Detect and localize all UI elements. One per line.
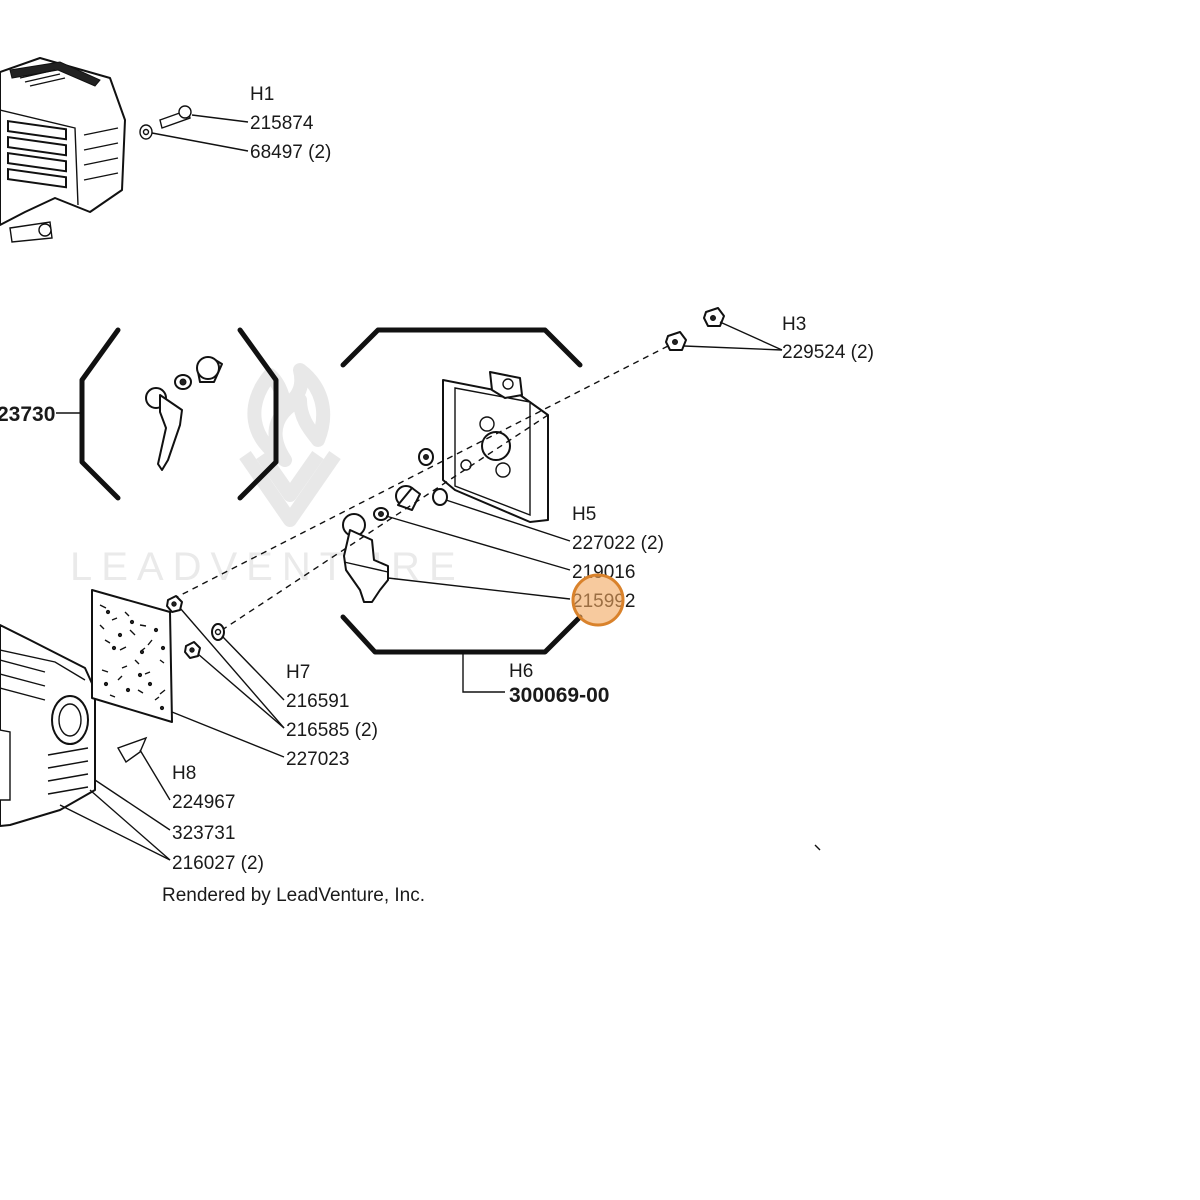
filter-base-plate: [442, 371, 549, 523]
h8-leaders: [59, 749, 171, 861]
stray-mark: [814, 844, 821, 851]
label-h5: H5: [572, 504, 596, 525]
part-227023[interactable]: 227023: [286, 749, 349, 770]
h5-leaders: [385, 499, 571, 600]
part-216591[interactable]: 216591: [286, 691, 349, 712]
watermark-text: LEADVENTURE: [70, 545, 465, 589]
part-68497[interactable]: 68497 (2): [250, 142, 331, 163]
engine-housing-bottom: [0, 624, 148, 827]
part-224967[interactable]: 224967: [172, 792, 235, 813]
watermark-logo-icon: [239, 363, 341, 527]
part-216027[interactable]: 216027 (2): [172, 853, 264, 874]
label-h8: H8: [172, 763, 196, 784]
h3-nuts: [665, 307, 783, 351]
label-h6: H6: [509, 661, 533, 682]
choke-parts: [342, 448, 448, 603]
label-h1: H1: [250, 84, 274, 105]
label-h3: H3: [782, 314, 806, 335]
highlight-marker[interactable]: [571, 573, 625, 627]
h7-fasteners: [166, 595, 285, 758]
engine-housing-top: [0, 57, 126, 243]
watermark: LEADVENTURE: [70, 363, 465, 589]
part-23730[interactable]: 23730: [0, 403, 55, 426]
part-227022[interactable]: 227022 (2): [572, 533, 664, 554]
credit-text: Rendered by LeadVenture, Inc.: [162, 885, 425, 906]
part-229524[interactable]: 229524 (2): [782, 342, 874, 363]
part-216585[interactable]: 216585 (2): [286, 720, 378, 741]
label-h7: H7: [286, 662, 310, 683]
labels: H1 215874 68497 (2) H3 229524 (2) 23730 …: [0, 84, 874, 906]
bracket-group-23730: [56, 327, 279, 501]
stud-lines: [174, 345, 669, 631]
part-215874[interactable]: 215874: [250, 113, 314, 134]
h1-fasteners: [139, 105, 249, 152]
part-300069-00[interactable]: 300069-00: [509, 684, 609, 707]
part-323731[interactable]: 323731: [172, 823, 235, 844]
air-filter-pad: [91, 589, 173, 723]
bracket-group-h6: [340, 327, 583, 693]
